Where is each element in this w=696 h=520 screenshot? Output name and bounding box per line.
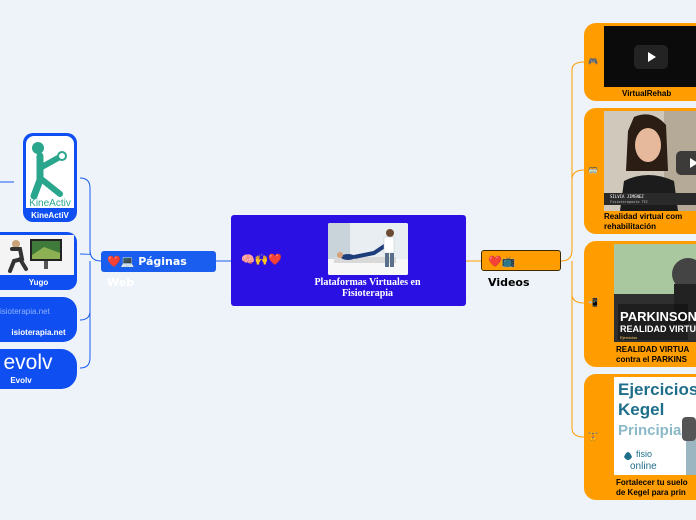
- video-card-virtualrehab[interactable]: 🎮 VirtualRehab: [584, 23, 696, 101]
- video-thumbnail[interactable]: [604, 26, 696, 87]
- video-thumbnail[interactable]: Ejercicios Kegel Principia fisio online: [614, 377, 696, 475]
- video-caption-line-2: contra el PARKINS: [616, 355, 687, 364]
- web-card-caption: Evolv: [10, 376, 32, 385]
- fisio-online-brand-line-2: online: [630, 461, 657, 472]
- parkinson-overlay-title: PARKINSON: [620, 309, 696, 324]
- web-card-evolv[interactable]: evolv Evolv: [0, 349, 77, 389]
- video-caption: REALIDAD VIRTUA contra el PARKINS: [616, 345, 689, 365]
- yugo-screenshot: [0, 235, 74, 275]
- web-card-caption: isioterapia.net: [11, 328, 66, 337]
- parkinson-overlay-subtitle: REALIDAD VIRTUAL: [620, 324, 696, 334]
- video-caption-line-2: rehabilitación: [604, 222, 657, 231]
- video-caption: Realidad virtual com rehabilitación: [604, 212, 682, 232]
- video-caption-line-1: Realidad virtual com: [604, 212, 683, 221]
- video-caption-line-1: Fortalecer tu suelo: [616, 478, 688, 487]
- web-card-kineactiv[interactable]: KineActiv KineActiV: [23, 133, 77, 222]
- central-emojis: 🧠🙌❤️: [241, 253, 283, 266]
- interview-overlay-name: SILVIA JIMENEZ: [610, 194, 644, 199]
- video-thumbnail[interactable]: SILVIA JIMENEZ Fisioterapeuta TEC: [604, 111, 696, 211]
- play-icon[interactable]: [676, 151, 696, 175]
- fisio-online-brand-line-1: fisio: [636, 449, 652, 459]
- central-title: Plataformas Virtuales en Fisioterapia: [314, 277, 421, 299]
- central-topic-node[interactable]: 🧠🙌❤️ Plataformas Virtuales en Fisioterap…: [231, 215, 466, 306]
- fisioterapia-net-logo: isioterapia.net: [0, 307, 50, 316]
- kegel-overlay-line-3: Principia: [618, 422, 682, 439]
- web-card-yugo[interactable]: Yugo: [0, 232, 77, 290]
- kineactiv-logo: KineActiv: [26, 136, 74, 209]
- kegel-overlay-line-2: Kegel: [618, 400, 664, 419]
- video-card-kegel[interactable]: 🏋 Ejercicios Kegel Principia fisio onlin…: [584, 374, 696, 500]
- weight-lifter-icon: 🏋: [588, 432, 598, 441]
- gamepad-icon: 🎮: [588, 57, 598, 66]
- video-caption-line-1: REALIDAD VIRTUA: [616, 345, 690, 354]
- video-card-parkinson[interactable]: 📲 PARKINSON REALIDAD VIRTUAL Ejercicios …: [584, 241, 696, 367]
- web-card-caption: Yugo: [28, 278, 49, 287]
- parkinson-overlay-tag: Ejercicios: [620, 335, 637, 340]
- evolv-logo: evolv: [3, 351, 53, 374]
- video-caption: Fortalecer tu suelo de Kegel para prin: [616, 478, 688, 498]
- branch-videos[interactable]: ❤️📺 Videos: [481, 250, 561, 289]
- play-icon[interactable]: [634, 45, 668, 69]
- web-card-caption: KineActiV: [31, 211, 69, 220]
- kegel-overlay-line-1: Ejercicios: [618, 380, 696, 399]
- video-caption-line-2: de Kegel para prin: [616, 488, 686, 497]
- physiotherapy-photo: [328, 223, 408, 275]
- video-card-realidad-virtual[interactable]: 🥽 SILVIA JIMENEZ Fisioterapeuta TEC Real…: [584, 108, 696, 234]
- phone-icon: 📲: [588, 298, 598, 307]
- interview-overlay-role: Fisioterapeuta TEC: [610, 200, 648, 204]
- kineactiv-logo-text: KineActiv: [29, 198, 71, 208]
- branch-paginas-web[interactable]: ❤️💻 Páginas Web: [101, 251, 216, 289]
- vr-headset-icon: 🥽: [588, 166, 598, 175]
- video-caption: VirtualRehab: [622, 89, 672, 98]
- video-thumbnail[interactable]: PARKINSON REALIDAD VIRTUAL Ejercicios: [614, 244, 696, 342]
- web-card-fisioterapia-net[interactable]: isioterapia.net isioterapia.net: [0, 297, 77, 342]
